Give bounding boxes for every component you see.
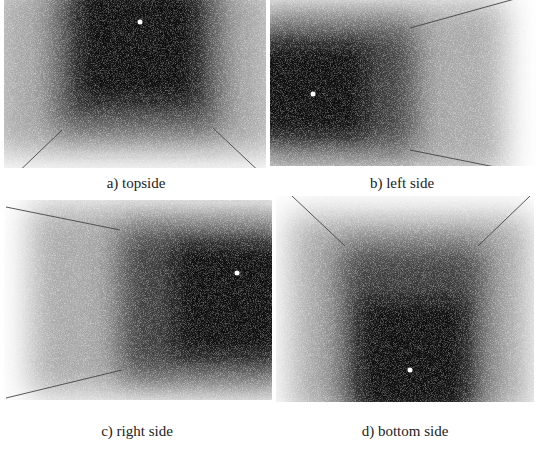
panel-caption: a) topside xyxy=(107,176,166,191)
panel-right-side xyxy=(4,200,272,400)
panel-caption: b) left side xyxy=(370,176,434,191)
panel-bottom-side xyxy=(276,196,534,402)
panel-caption: c) right side xyxy=(101,424,173,439)
panel-caption: d) bottom side xyxy=(362,424,449,439)
panel-topside xyxy=(4,0,266,168)
panel-left-side xyxy=(270,0,536,166)
